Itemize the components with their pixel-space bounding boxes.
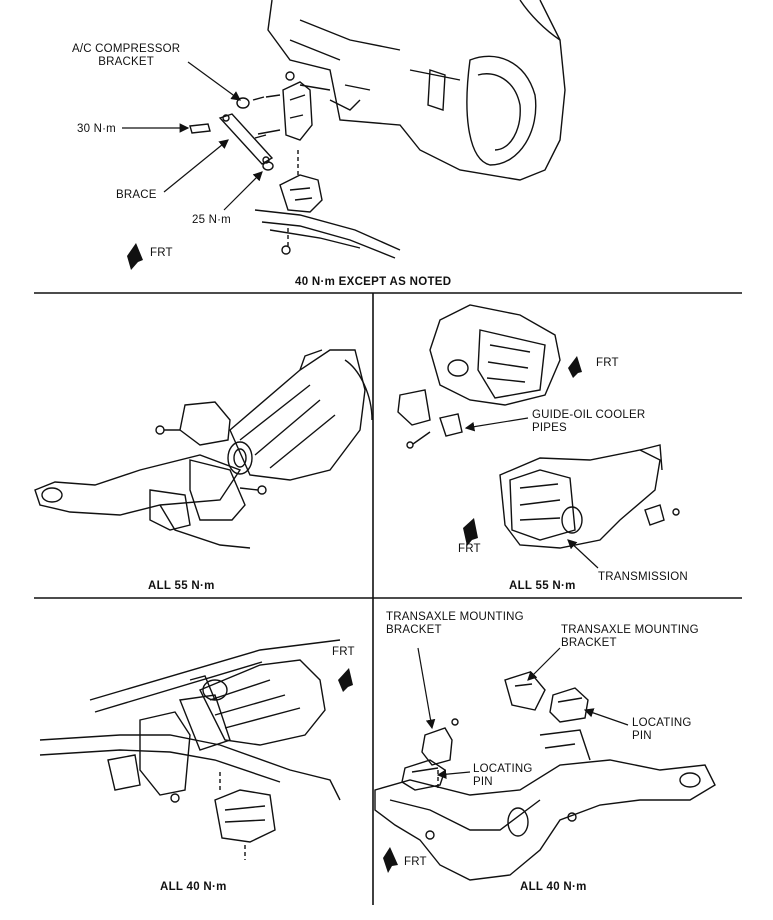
top-panel-caption: 40 N·m EXCEPT AS NOTED — [295, 276, 452, 288]
transaxle-mounting-bracket-left-label: TRANSAXLE MOUNTING BRACKET — [386, 611, 524, 636]
transaxle-bracket-left-drawing — [421, 718, 459, 790]
cradle-bottom-right-drawing — [374, 729, 716, 881]
torque-25-label: 25 N·m — [192, 214, 231, 226]
frt-arrow-icon — [338, 668, 353, 692]
frt-arrow-icon — [383, 847, 398, 873]
frt-label: FRT — [404, 856, 427, 868]
panel-dividers — [34, 292, 742, 905]
locating-pin-right-drawing — [549, 687, 589, 723]
transaxle-lower-drawing — [499, 444, 680, 549]
frt-label: FRT — [596, 357, 619, 369]
brace-drawing — [189, 113, 274, 171]
top-leader-lines — [122, 61, 263, 211]
mid-right-leader-lines — [464, 417, 599, 569]
transaxle-upper-drawing — [397, 304, 561, 449]
brace-label: BRACE — [116, 189, 157, 201]
engine-mount-drawing — [279, 150, 323, 255]
transmission-bottom-left-drawing — [89, 639, 341, 746]
bottom-left-caption: ALL 40 N·m — [160, 881, 227, 893]
ac-bracket-drawing — [236, 71, 313, 141]
mid-left-caption: ALL 55 N·m — [148, 580, 215, 592]
transaxle-mounting-bracket-right-label: TRANSAXLE MOUNTING BRACKET — [561, 624, 699, 649]
crossmember-top-drawing — [254, 209, 401, 259]
transmission-label: TRANSMISSION — [598, 571, 688, 583]
crossmember-bottom-left-drawing — [39, 694, 341, 803]
frt-arrow-icon — [463, 518, 478, 546]
frt-label: FRT — [458, 543, 481, 555]
frt-label: FRT — [332, 646, 355, 658]
ac-compressor-bracket-label: A/C COMPRESSOR BRACKET — [72, 43, 181, 68]
frt-label: FRT — [150, 247, 173, 259]
torque-30-label: 30 N·m — [77, 123, 116, 135]
locating-pin-right-label: LOCATING PIN — [632, 717, 692, 742]
locating-pin-left-label: LOCATING PIN — [473, 763, 533, 788]
bottom-right-leader-lines — [417, 647, 629, 779]
transmission-mid-left-drawing — [227, 349, 373, 481]
frt-arrow-icon — [568, 356, 582, 378]
bottom-right-caption: ALL 40 N·m — [520, 881, 587, 893]
engine-mount-bottom-left-drawing — [214, 770, 276, 860]
frt-arrow-icon — [127, 243, 143, 270]
crossmember-mid-left-drawing — [34, 401, 267, 549]
guide-oil-cooler-pipes-label: GUIDE-OIL COOLER PIPES — [532, 409, 646, 434]
engine-block-drawing — [267, 0, 566, 181]
mid-right-caption: ALL 55 N·m — [509, 580, 576, 592]
transaxle-bracket-right-drawing — [504, 671, 546, 711]
